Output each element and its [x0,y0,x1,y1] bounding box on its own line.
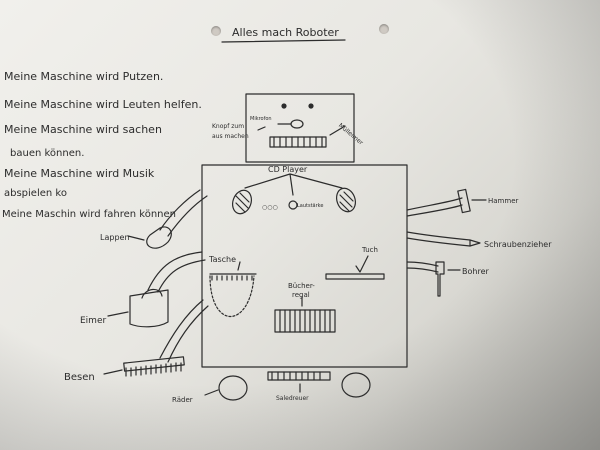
page-title: Alles mach Roboter [232,26,339,39]
robot-eye-left [281,103,287,109]
left-line-5: Meine Maschine wird Musik [4,167,155,180]
pocket-arrow [237,261,241,271]
cloth-arrow [355,255,369,273]
arm-lappen [159,189,208,237]
label-tuch: Tuch [361,246,378,254]
robot-nose [290,119,304,129]
arm-besen [159,299,209,363]
label-circles: ○○○ [262,204,278,211]
speaker-left-hatch [235,192,250,213]
mouth-arrow [329,125,346,136]
arm-eimer [147,251,206,293]
arm-hammer [406,197,463,217]
mouth-grid [273,136,323,148]
label-hammer: Hammer [488,197,518,205]
speaker-right-hatch [339,191,354,212]
left-line-2: Meine Maschine wird Leuten helfen. [4,98,202,111]
knopf-arrow [257,126,266,131]
tool-lappen [146,226,172,249]
tool-hammer [457,188,471,214]
label-knopf-2: aus machen [212,133,249,140]
label-tasche: Tasche [208,255,236,264]
label-lautsprecher: Lautstärke [297,203,323,209]
besen-arrow [103,369,123,375]
tool-besen [123,356,185,372]
label-eimer: Eimer [80,316,106,326]
wheel-arrow [204,389,219,396]
left-line-4: bauen können. [10,148,84,159]
punch-hole-right [379,24,389,34]
arm-schraubenzieher [406,231,471,247]
robot-cloth [325,273,385,280]
speaker-left [231,189,253,215]
title-underline [221,39,346,43]
robot-pocket [209,275,255,317]
label-knopf-1: Knopf zum [212,123,244,130]
tool-schraubenzieher [469,239,481,247]
label-besen: Besen [64,372,95,383]
robot-body [201,164,408,368]
lappen-arrow [127,235,145,241]
robot-head [245,93,355,163]
eimer-handle [141,288,163,299]
bookshelf-books [279,309,331,333]
label-bohrer: Bohrer [462,267,489,276]
tool-bohrer [435,261,445,297]
label-mikrofon: Mikrofon [250,116,272,122]
arm-bohrer [406,261,439,273]
left-line-7: Meine Maschin wird fahren können [2,209,176,220]
label-lappen: Lappen [100,233,130,242]
eimer-arrow [107,311,129,317]
label-mund: Mülleimer [337,122,365,147]
label-buecherregal-1: Bücher- [288,282,315,290]
besen-bristles [125,362,182,377]
label-buecherregal-2: regal [292,291,310,299]
label-schraubenzieher: Schraubenzieher [484,240,552,249]
pocket-zip [211,275,253,281]
cd-arrows [244,173,343,196]
volume-knob [288,200,298,210]
tool-eimer [129,289,169,328]
left-line-1: Meine Maschine wird Putzen. [4,70,163,83]
label-raeder: Räder [172,396,193,404]
vacuum-grid [271,371,321,381]
wheel-right [341,372,371,398]
label-staubsauger: Saledreuer [276,395,309,402]
left-line-3: Meine Maschine wird sachen [4,123,162,136]
robot-vacuum [267,371,331,381]
punch-hole-left [211,26,221,36]
label-cd-player: CD Player [268,165,308,174]
left-line-6: abspielen ko [4,188,67,199]
robot-eye-right [308,103,314,109]
wheel-left [218,375,248,401]
speaker-right [335,187,357,213]
